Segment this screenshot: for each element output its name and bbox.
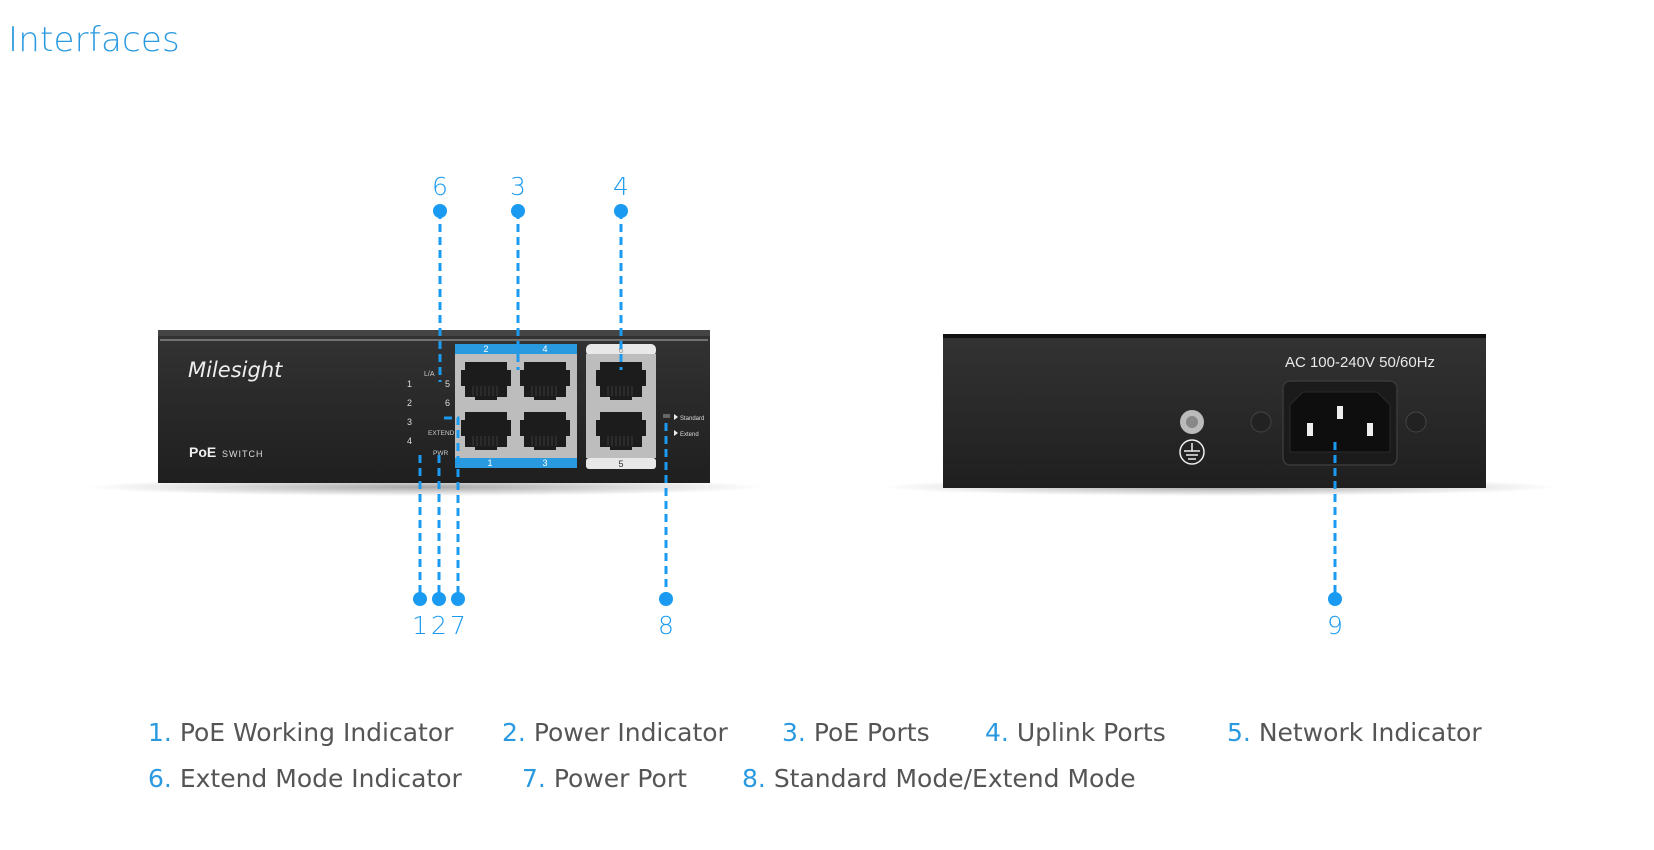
legend-item-5: 5. Network Indicator bbox=[1227, 718, 1482, 747]
power-rating-label: AC 100-240V 50/60Hz bbox=[1285, 354, 1435, 371]
callout-dot-8 bbox=[659, 592, 673, 606]
callout-dot-3 bbox=[511, 204, 525, 218]
legend-num: 6. bbox=[148, 764, 172, 793]
front-panel: Milesight PoE SWITCH L/A 1 2 3 4 5 6 EXT… bbox=[85, 330, 765, 496]
callout-number-7: 7 bbox=[450, 611, 466, 640]
legend-item-4: 4. Uplink Ports bbox=[985, 718, 1166, 747]
callout-number-4: 4 bbox=[613, 172, 629, 201]
legend-label: Power Indicator bbox=[533, 718, 728, 747]
callout-number-1: 1 bbox=[412, 611, 428, 640]
legend-item-7: 7. Power Port bbox=[522, 764, 687, 793]
callout-number-9: 9 bbox=[1327, 611, 1343, 640]
led-number-5: 5 bbox=[445, 379, 450, 389]
poe-top-label-2: 2 bbox=[483, 344, 488, 354]
led-number-4: 4 bbox=[407, 436, 412, 446]
poe-port-2[interactable] bbox=[458, 355, 514, 404]
legend-num: 8. bbox=[742, 764, 766, 793]
product-sub: SWITCH bbox=[222, 449, 264, 459]
legend-item-2: 2. Power Indicator bbox=[502, 718, 728, 747]
poe-top-label-bar bbox=[455, 344, 577, 354]
led-pwr-label: PWR bbox=[433, 450, 448, 457]
led-la-label: L/A bbox=[424, 371, 435, 378]
ground-icon bbox=[1179, 439, 1205, 465]
poe-bottom-label-1: 1 bbox=[487, 458, 492, 468]
led-number-6: 6 bbox=[445, 398, 450, 408]
callout-number-8: 8 bbox=[658, 611, 674, 640]
rear-panel: AC 100-240V 50/60Hz bbox=[880, 334, 1560, 496]
callout-dot-9 bbox=[1328, 592, 1342, 606]
uplink-top-label-6: 6 bbox=[618, 345, 623, 355]
poe-bottom-label-3: 3 bbox=[542, 458, 547, 468]
callout-dot-4 bbox=[614, 204, 628, 218]
legend-num: 3. bbox=[782, 718, 806, 747]
uplink-top-label-bar bbox=[586, 344, 656, 356]
legend-item-3: 3. PoE Ports bbox=[782, 718, 930, 747]
callout-dot-2 bbox=[432, 592, 446, 606]
legend-label: Standard Mode/Extend Mode bbox=[773, 764, 1136, 793]
legend-label: Extend Mode Indicator bbox=[179, 764, 462, 793]
legend-num: 1. bbox=[148, 718, 172, 747]
callout-lines bbox=[418, 211, 1337, 596]
legend-num: 2. bbox=[502, 718, 526, 747]
legend-item-6: 6. Extend Mode Indicator bbox=[148, 764, 462, 793]
legend-label: Uplink Ports bbox=[1016, 718, 1166, 747]
standard-arrow-icon bbox=[674, 414, 678, 420]
mount-screw-right bbox=[1405, 411, 1427, 433]
power-inlet[interactable] bbox=[1289, 391, 1391, 453]
power-pin-earth bbox=[1337, 406, 1343, 419]
poe-port-1[interactable] bbox=[458, 405, 514, 454]
callout-dot-7 bbox=[451, 592, 465, 606]
callout-dots bbox=[413, 204, 1342, 606]
led-extend-label: EXTEND bbox=[428, 430, 455, 437]
callout-dot-6 bbox=[433, 204, 447, 218]
led-number-1: 1 bbox=[407, 379, 412, 389]
led-number-3: 3 bbox=[407, 417, 412, 427]
legend-label: Network Indicator bbox=[1258, 718, 1482, 747]
mode-switch[interactable] bbox=[663, 414, 670, 418]
legend-label: PoE Working Indicator bbox=[179, 718, 454, 747]
led-number-2: 2 bbox=[407, 398, 412, 408]
poe-port-3[interactable] bbox=[517, 405, 573, 454]
mount-screw-left bbox=[1250, 411, 1272, 433]
product-name: PoE bbox=[189, 444, 216, 460]
legend-label: PoE Ports bbox=[813, 718, 930, 747]
extend-arrow-icon bbox=[674, 430, 678, 436]
uplink-port-5[interactable] bbox=[593, 405, 649, 454]
legend-label: Power Port bbox=[553, 764, 687, 793]
legend-num: 5. bbox=[1227, 718, 1251, 747]
legend-num: 4. bbox=[985, 718, 1009, 747]
legend-item-1: 1. PoE Working Indicator bbox=[148, 718, 453, 747]
legend-item-8: 8. Standard Mode/Extend Mode bbox=[742, 764, 1136, 793]
uplink-bottom-label-5: 5 bbox=[618, 459, 623, 469]
rear-top-edge bbox=[943, 334, 1486, 338]
uplink-port-6[interactable] bbox=[593, 355, 649, 404]
poe-bottom-label-bar bbox=[455, 458, 577, 468]
ground-screw-center bbox=[1186, 416, 1198, 428]
poe-top-label-4: 4 bbox=[542, 344, 547, 354]
switch-standard-label: Standard bbox=[680, 416, 704, 422]
brand-logo: Milesight bbox=[188, 358, 283, 382]
callout-number-6: 6 bbox=[432, 172, 448, 201]
callout-number-3: 3 bbox=[510, 172, 526, 201]
poe-port-4[interactable] bbox=[517, 355, 573, 404]
power-pin-right bbox=[1367, 423, 1373, 436]
power-pin-left bbox=[1307, 423, 1313, 436]
callout-number-2: 2 bbox=[431, 611, 447, 640]
switch-extend-label: Extend bbox=[680, 432, 699, 438]
front-top-lip bbox=[158, 330, 710, 336]
callout-line-7 bbox=[444, 416, 460, 596]
uplink-bottom-label-bar bbox=[586, 458, 656, 469]
legend-num: 7. bbox=[522, 764, 546, 793]
page-title: Interfaces bbox=[8, 20, 180, 60]
callout-dot-1 bbox=[413, 592, 427, 606]
